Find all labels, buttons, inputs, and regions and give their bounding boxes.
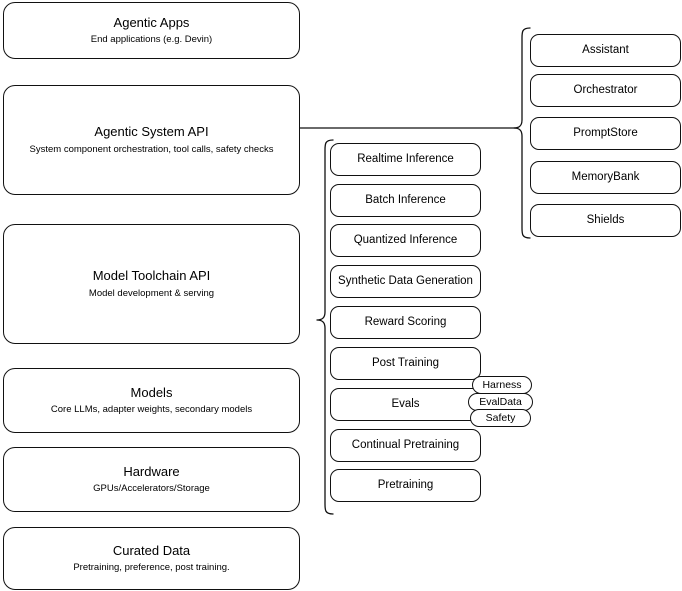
capability-box-continual-pretraining[interactable]: Continual Pretraining bbox=[330, 429, 481, 462]
capability-box-quantized-inference[interactable]: Quantized Inference bbox=[330, 224, 481, 257]
component-label: Orchestrator bbox=[573, 84, 638, 97]
component-label: PromptStore bbox=[573, 127, 638, 140]
evals-subitem-label: EvalData bbox=[479, 396, 522, 408]
capability-label: Pretraining bbox=[377, 479, 434, 492]
capability-label: Synthetic Data Generation bbox=[338, 275, 473, 288]
evals-subitem-label: Harness bbox=[482, 379, 522, 391]
component-label: Shields bbox=[586, 214, 625, 227]
layer-box-agentic-apps[interactable]: Agentic Apps End applications (e.g. Devi… bbox=[3, 2, 300, 59]
capability-box-reward-scoring[interactable]: Reward Scoring bbox=[330, 306, 481, 339]
capability-label: Realtime Inference bbox=[357, 153, 454, 166]
layer-subtitle: Model development & serving bbox=[88, 287, 215, 299]
layer-subtitle: GPUs/Accelerators/Storage bbox=[93, 483, 210, 495]
component-box-promptstore[interactable]: PromptStore bbox=[530, 117, 681, 150]
evals-subitem-safety[interactable]: Safety bbox=[470, 409, 531, 427]
layer-subtitle: End applications (e.g. Devin) bbox=[90, 34, 213, 46]
capability-label: Post Training bbox=[371, 357, 440, 370]
layer-title: Hardware bbox=[123, 463, 180, 479]
capability-box-batch-inference[interactable]: Batch Inference bbox=[330, 184, 481, 217]
layer-subtitle: System component orchestration, tool cal… bbox=[29, 143, 274, 155]
layer-title: Models bbox=[130, 384, 173, 400]
capability-box-evals[interactable]: Evals bbox=[330, 388, 481, 421]
component-box-shields[interactable]: Shields bbox=[530, 204, 681, 237]
component-label: Assistant bbox=[582, 44, 629, 57]
capability-box-synthetic-data-generation[interactable]: Synthetic Data Generation bbox=[330, 265, 481, 298]
capability-box-realtime-inference[interactable]: Realtime Inference bbox=[330, 143, 481, 176]
evals-subitem-label: Safety bbox=[485, 412, 516, 424]
layer-box-agentic-system-api[interactable]: Agentic System API System component orch… bbox=[3, 85, 300, 195]
layer-box-models[interactable]: Models Core LLMs, adapter weights, secon… bbox=[3, 368, 300, 433]
evals-subitem-harness[interactable]: Harness bbox=[472, 376, 532, 394]
layer-box-hardware[interactable]: Hardware GPUs/Accelerators/Storage bbox=[3, 447, 300, 512]
capability-box-post-training[interactable]: Post Training bbox=[330, 347, 481, 380]
layer-title: Agentic System API bbox=[94, 124, 209, 140]
capability-label: Batch Inference bbox=[365, 194, 446, 207]
layer-title: Model Toolchain API bbox=[92, 268, 211, 284]
component-box-assistant[interactable]: Assistant bbox=[530, 34, 681, 67]
component-label: MemoryBank bbox=[571, 171, 640, 184]
connector-agentic-system-api-to-components bbox=[300, 118, 532, 140]
layer-subtitle: Core LLMs, adapter weights, secondary mo… bbox=[50, 404, 253, 416]
capability-label: Quantized Inference bbox=[353, 234, 458, 247]
capability-label: Reward Scoring bbox=[364, 316, 447, 329]
layer-title: Agentic Apps bbox=[113, 14, 190, 30]
layer-title: Curated Data bbox=[112, 542, 191, 558]
capability-label: Continual Pretraining bbox=[351, 439, 460, 452]
component-box-memorybank[interactable]: MemoryBank bbox=[530, 161, 681, 194]
capability-box-pretraining[interactable]: Pretraining bbox=[330, 469, 481, 502]
layer-box-curated-data[interactable]: Curated Data Pretraining, preference, po… bbox=[3, 527, 300, 590]
capability-label: Evals bbox=[391, 398, 420, 411]
component-box-orchestrator[interactable]: Orchestrator bbox=[530, 74, 681, 107]
layer-box-model-toolchain-api[interactable]: Model Toolchain API Model development & … bbox=[3, 224, 300, 344]
layer-subtitle: Pretraining, preference, post training. bbox=[73, 562, 230, 574]
